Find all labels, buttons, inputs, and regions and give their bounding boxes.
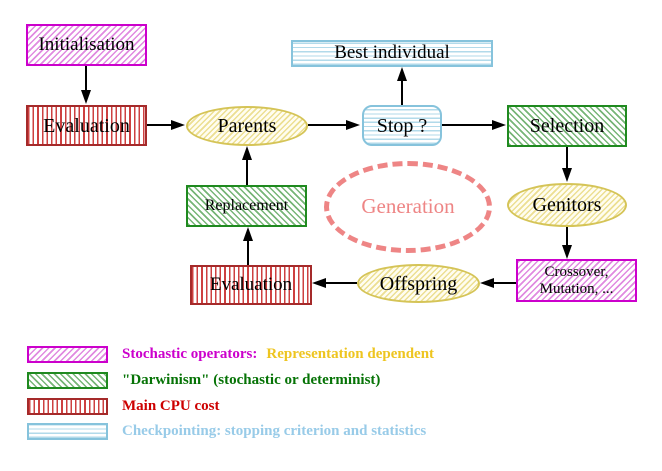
arrow-line-stop-selection [442, 124, 493, 126]
arrowhead-selection-genitors [562, 168, 572, 182]
legend-row-checkpointing: Checkpointing: stopping criterion and st… [27, 422, 426, 440]
legend-swatch-darwinism [27, 371, 108, 389]
arrowhead-replacement-parents [242, 146, 252, 160]
node-offspring: Offspring [357, 264, 480, 303]
legend-row-cpu-cost: Main CPU cost [27, 397, 220, 415]
node-parents: Parents [186, 106, 308, 146]
node-evaluation-bottom: Evaluation [190, 265, 312, 305]
arrow-line-parents-stop [308, 124, 347, 126]
arrow-line-crossover-offspring [494, 282, 516, 284]
legend-label-darwinism: "Darwinism" (stochastic or determinist) [122, 371, 381, 388]
arrowhead-crossover-offspring [480, 278, 494, 288]
crossover-line1: Crossover, [544, 264, 609, 280]
node-best-individual: Best individual [291, 40, 493, 67]
legend-label-stochastic-suffix: Representation dependent [266, 345, 435, 362]
crossover-line2: Mutation, ... [539, 280, 614, 297]
legend-swatch-cpu-cost [27, 397, 108, 415]
legend-label-cpu-cost: Main CPU cost [122, 397, 220, 414]
arrowhead-parents-stop [346, 120, 360, 130]
arrow-line-stop-best-individual [401, 81, 403, 105]
legend-label-checkpointing: Checkpointing: stopping criterion and st… [122, 422, 427, 439]
legend-swatch-stochastic [27, 345, 108, 363]
node-stop: Stop ? [362, 105, 442, 146]
legend-row-darwinism: "Darwinism" (stochastic or determinist) [27, 371, 380, 389]
legend-swatch-checkpointing [27, 422, 108, 440]
node-genitors: Genitors [507, 183, 627, 227]
legend-label-stochastic-main: Stochastic operators: [122, 345, 258, 362]
arrow-line-evaluation-replacement [247, 241, 249, 265]
arrow-line-genitors-crossover [566, 227, 568, 246]
node-initialisation: Initialisation [26, 24, 147, 66]
arrowhead-offspring-evaluation [312, 278, 326, 288]
node-replacement: Replacement [186, 185, 307, 227]
arrow-line-initialisation-evaluation [85, 66, 87, 92]
arrow-line-evaluation-parents [147, 124, 172, 126]
arrow-line-selection-genitors [566, 147, 568, 169]
legend-label-stochastic: Stochastic operators: Representation depe… [122, 346, 434, 363]
arrowhead-stop-best-individual [397, 67, 407, 81]
node-selection: Selection [507, 105, 627, 147]
arrowhead-initialisation-evaluation [81, 90, 91, 104]
node-evaluation-top: Evaluation [26, 105, 147, 146]
node-crossover-mutation: Crossover, Mutation, ... [516, 259, 637, 302]
arrow-line-offspring-evaluation [326, 282, 357, 284]
arrow-line-replacement-parents [246, 160, 248, 185]
arrowhead-evaluation-replacement [243, 227, 253, 241]
arrowhead-stop-selection [492, 120, 506, 130]
generation-cycle-ellipse: Generation [324, 161, 492, 253]
arrowhead-genitors-crossover [562, 245, 572, 259]
legend-row-stochastic: Stochastic operators: Representation depe… [27, 345, 434, 363]
arrowhead-evaluation-parents [171, 120, 185, 130]
